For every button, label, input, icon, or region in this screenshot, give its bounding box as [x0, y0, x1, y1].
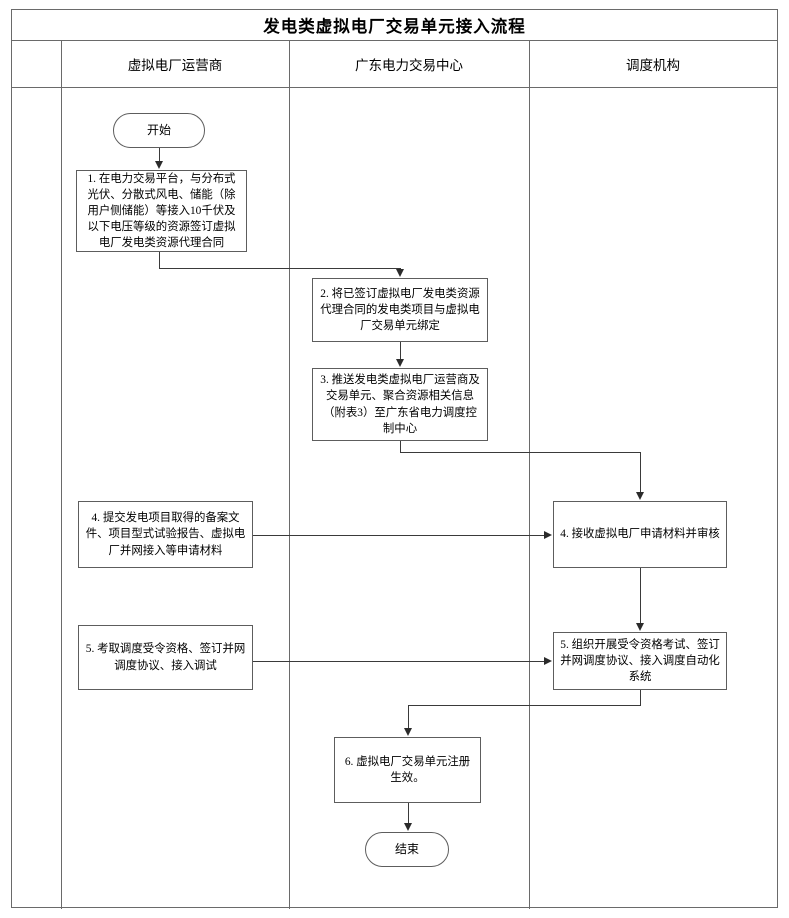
edge-step5left-to-step5right-line	[253, 660, 545, 662]
edge-step3-to-step4right-h	[399, 452, 641, 454]
node-step1-label: 1. 在电力交易平台，与分布式光伏、分散式风电、储能（除用户侧储能）等接入10千…	[87, 172, 236, 250]
edge-step1-to-step2-h	[158, 268, 401, 270]
edge-step3-to-step4right-v1	[399, 441, 401, 453]
node-step6-label: 6. 虚拟电厂交易单元注册生效。	[344, 755, 471, 784]
edge-start-to-step1-arrow	[154, 161, 163, 169]
node-end-label: 结束	[394, 841, 419, 856]
swimlane-table: 发电类虚拟电厂交易单元接入流程 虚拟电厂运营商 广东电力交易中心 调度机构	[11, 9, 778, 909]
lane-header-row: 虚拟电厂运营商 广东电力交易中心 调度机构	[12, 41, 777, 88]
edge-step5right-to-step6-v1	[639, 690, 641, 706]
lane-divider-3	[529, 41, 530, 909]
node-step3[interactable]: 3. 推送发电类虚拟电厂运营商及交易单元、聚合资源相关信息（附表3）至广东省电力…	[312, 368, 488, 441]
node-step5-left-label: 5. 考取调度受令资格、签订并网调度协议、接入调试	[85, 643, 246, 672]
edge-step1-to-step2-arrow	[395, 269, 404, 277]
edge-step2-to-step3-line	[399, 342, 401, 360]
edge-step5right-to-step6-arrow	[403, 728, 412, 736]
lane-header-dispatch-agency: 调度机构	[626, 58, 680, 73]
edge-step4left-to-step4right-arrow	[544, 530, 552, 539]
node-step1[interactable]: 1. 在电力交易平台，与分布式光伏、分散式风电、储能（除用户侧储能）等接入10千…	[76, 170, 247, 252]
node-step4-left-label: 4. 提交发电项目取得的备案文件、项目型式试验报告、虚拟电厂并网接入等申请材料	[85, 512, 246, 557]
node-step5-right[interactable]: 5. 组织开展受令资格考试、签订并网调度协议、接入调度自动化系统	[553, 632, 727, 690]
diagram-title-row: 发电类虚拟电厂交易单元接入流程	[12, 10, 777, 41]
node-step5-left[interactable]: 5. 考取调度受令资格、签订并网调度协议、接入调试	[78, 625, 253, 690]
edge-step2-to-step3-arrow	[395, 359, 404, 367]
node-step4-left[interactable]: 4. 提交发电项目取得的备案文件、项目型式试验报告、虚拟电厂并网接入等申请材料	[78, 501, 253, 568]
node-step2-label: 2. 将已签订虚拟电厂发电类资源代理合同的发电类项目与虚拟电厂交易单元绑定	[320, 287, 480, 333]
node-end[interactable]: 结束	[365, 832, 449, 867]
lane-divider-2	[289, 41, 290, 909]
node-step3-label: 3. 推送发电类虚拟电厂运营商及交易单元、聚合资源相关信息（附表3）至广东省电力…	[320, 374, 480, 435]
page-title: 发电类虚拟电厂交易单元接入流程	[263, 17, 526, 36]
edge-step3-to-step4right-v2	[639, 452, 641, 493]
edge-step4left-to-step4right-line	[253, 534, 545, 536]
node-start[interactable]: 开始	[113, 113, 205, 148]
node-step2[interactable]: 2. 将已签订虚拟电厂发电类资源代理合同的发电类项目与虚拟电厂交易单元绑定	[312, 278, 488, 342]
edge-step6-to-end-line	[407, 803, 409, 824]
node-step4-right-label: 4. 接收虚拟电厂申请材料并审核	[560, 528, 720, 541]
lane-header-gd-power-exchange: 广东电力交易中心	[355, 58, 463, 73]
edge-step4right-to-step5right-arrow	[635, 623, 644, 631]
edge-step5right-to-step6-h	[408, 705, 640, 707]
lane-header-spacer	[12, 41, 61, 87]
node-step6[interactable]: 6. 虚拟电厂交易单元注册生效。	[334, 737, 481, 803]
edge-step6-to-end-arrow	[403, 823, 412, 831]
lane-header-vpp-operator: 虚拟电厂运营商	[127, 58, 223, 73]
edge-start-to-step1-line	[158, 148, 160, 162]
edge-step5right-to-step6-v2	[407, 705, 409, 729]
node-step5-right-label: 5. 组织开展受令资格考试、签订并网调度协议、接入调度自动化系统	[560, 638, 720, 684]
node-start-label: 开始	[146, 122, 171, 137]
edge-step1-to-step2-v1	[158, 252, 160, 269]
edge-step5left-to-step5right-arrow	[544, 656, 552, 665]
lane-divider-1	[61, 41, 62, 909]
edge-step4right-to-step5right-line	[639, 568, 641, 624]
edge-step3-to-step4right-arrow	[635, 492, 644, 500]
node-step4-right[interactable]: 4. 接收虚拟电厂申请材料并审核	[553, 501, 727, 568]
